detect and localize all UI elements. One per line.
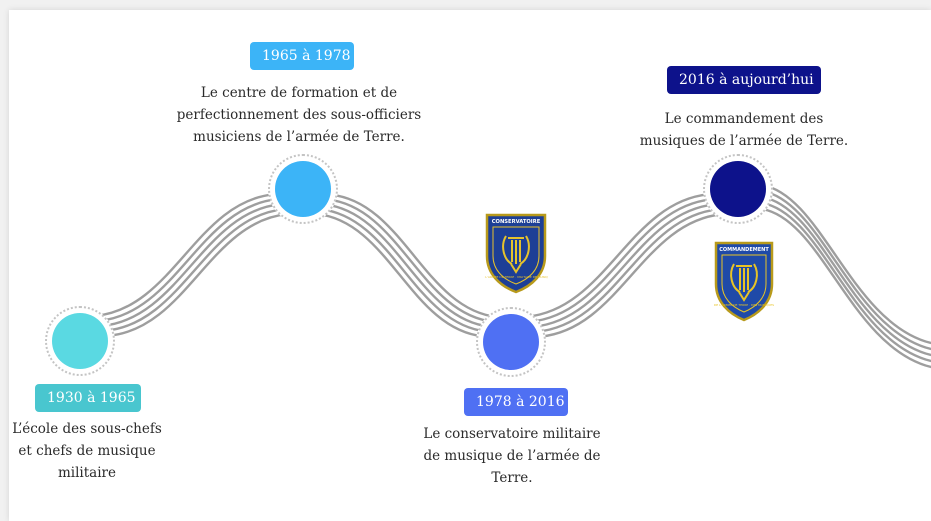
wave-line — [760, 195, 931, 357]
desc-1930-line: militaire — [58, 465, 116, 481]
wave-line — [322, 203, 492, 328]
conservatoire-emblem-ring-text: DE L’ARMÉE DE TERRE · MILITAIRE DE MUSIQ… — [484, 274, 548, 279]
desc-1978-line: Terre. — [491, 470, 533, 486]
wave-line — [760, 201, 931, 363]
wave-line — [760, 189, 931, 351]
desc-2016-line: musiques de l’armée de Terre. — [639, 133, 849, 149]
conservatoire-emblem-top-text: CONSERVATOIRE — [492, 219, 541, 225]
desc-2016: Le commandement des musiques de l’armée … — [632, 108, 856, 152]
node-1930 — [45, 306, 115, 376]
node-1930-dot — [52, 313, 108, 369]
node-2016-dot — [710, 161, 766, 217]
wave-line — [535, 208, 720, 333]
desc-1930-line: et chefs de musique — [18, 443, 156, 459]
badge-1930: 1930 à 1965 — [35, 384, 141, 412]
timeline-card — [9, 10, 931, 521]
wave-line — [539, 213, 724, 338]
node-1965-dot — [275, 161, 331, 217]
wave-line — [760, 183, 931, 345]
wave-line — [315, 212, 485, 338]
wave-line — [104, 207, 286, 332]
commandement-emblem-ring-text: DE L’ARMÉE DE TERRE · DES MUSIQUES — [714, 302, 774, 307]
wave-line — [97, 198, 279, 323]
badge-1978: 1978 à 2016 — [464, 388, 568, 416]
desc-1978-line: de musique de l’armée de — [423, 448, 601, 464]
desc-2016-line: Le commandement des — [664, 111, 824, 127]
node-2016 — [703, 154, 773, 224]
desc-1978-line: Le conservatoire militaire — [423, 426, 601, 442]
lyre-icon — [502, 235, 530, 274]
desc-1965-line: musiciens de l’armée de Terre. — [193, 129, 405, 145]
desc-1930: L’école des sous-chefs et chefs de musiq… — [0, 418, 174, 484]
wave-line — [319, 207, 488, 333]
wave-line — [326, 198, 495, 324]
commandement-emblem-top-text: COMMANDEMENT — [719, 247, 769, 253]
badge-2016: 2016 à aujourd’hui — [667, 66, 821, 94]
lyre-icon — [730, 263, 758, 302]
commandement-emblem-inner — [721, 254, 767, 313]
wave-line — [94, 193, 276, 318]
wave-line — [101, 203, 282, 327]
wave-line — [329, 193, 499, 319]
wave-line — [532, 203, 717, 328]
node-1978 — [476, 307, 546, 377]
commandement-emblem: COMMANDEMENT DE L’ARMÉE DE TERRE · DES M… — [714, 241, 774, 322]
conservatoire-emblem-inner — [492, 226, 540, 285]
wave-line — [525, 193, 710, 318]
desc-1965-line: perfectionnement des sous-officiers — [176, 107, 422, 123]
wave-line — [107, 212, 289, 337]
desc-1965-line: Le centre de formation et de — [200, 85, 398, 101]
wave-line — [760, 207, 931, 369]
wave-line — [529, 198, 714, 323]
node-1978-dot — [483, 314, 539, 370]
node-1965 — [268, 154, 338, 224]
conservatoire-emblem: CONSERVATOIRE DE L’ARMÉE DE TERRE · MILI… — [484, 213, 548, 294]
badge-1965: 1965 à 1978 — [250, 42, 354, 70]
desc-1965: Le centre de formation et de perfectionn… — [168, 82, 430, 148]
desc-1930-line: L’école des sous-chefs — [12, 421, 162, 437]
desc-1978: Le conservatoire militaire de musique de… — [412, 423, 612, 489]
